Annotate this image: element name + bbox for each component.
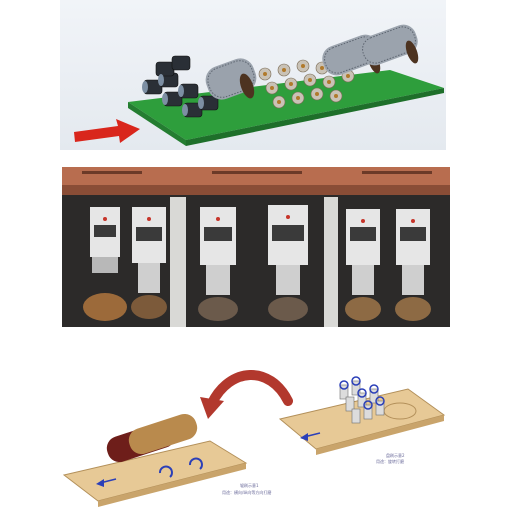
curved-transfer-arrow-icon (207, 370, 293, 408)
left-workpiece-roller (62, 413, 248, 507)
green-base-board (128, 70, 444, 140)
left-caption-line2: 用途：横向/纵向等方向打磨 (222, 490, 272, 495)
right-workpiece-disc (278, 376, 446, 455)
left-caption-line1: 辊刷示意1 (240, 483, 259, 488)
right-caption-line1: 盘刷示意2 (386, 453, 405, 458)
brush-roller-3 (360, 24, 419, 66)
right-caption-line2: 用途：旋转打磨 (376, 459, 404, 464)
machine-brush-heads-photo (62, 167, 450, 327)
brush-head-unit-2 (131, 207, 167, 319)
machine-layout-svg (74, 24, 444, 146)
brush-head-unit-1 (83, 207, 127, 321)
machine-layout-render (60, 0, 446, 150)
brush-head-unit-6 (395, 209, 431, 321)
feed-direction-arrow-icon (74, 119, 140, 143)
brush-head-unit-4 (268, 205, 308, 321)
brush-head-unit-3 (198, 207, 238, 321)
drum-cluster-left (142, 55, 219, 118)
support-posts (170, 197, 338, 327)
brush-roller-1 (205, 58, 257, 100)
comparison-svg (62, 370, 446, 507)
machine-top-frame (62, 167, 450, 185)
brush-comparison-render: 辊刷示意1 用途：横向/纵向等方向打磨 盘刷示意2 用途：旋转打磨 (60, 345, 452, 512)
brush-head-unit-5 (345, 209, 381, 321)
machine-photo-svg (62, 167, 450, 327)
